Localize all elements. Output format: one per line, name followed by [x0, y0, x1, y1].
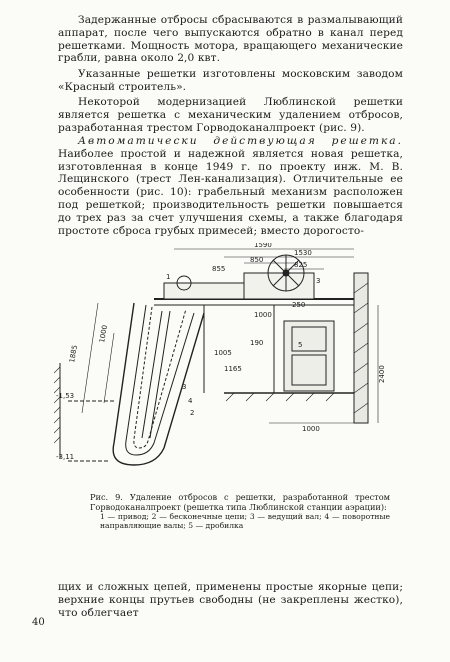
label-3: 3 — [182, 383, 186, 391]
dim-2400: 2400 — [378, 365, 386, 383]
label-5: 5 — [298, 341, 302, 349]
dim-1000-bottom: 1000 — [302, 425, 320, 433]
paragraph-2-text: Указанные решетки изготовлены московским… — [58, 68, 403, 93]
dim-1530: 1530 — [294, 249, 312, 257]
page-number: 40 — [32, 617, 45, 628]
label-3-top: 3 — [316, 277, 320, 285]
paragraph-4-text: Наиболее простой и надежной является нов… — [58, 147, 403, 237]
label-2: 2 — [190, 409, 194, 417]
level-minus-311: -3,11 — [56, 453, 74, 461]
paragraph-4: Автоматически действующая решетка. Наибо… — [58, 135, 403, 237]
label-1: 1 — [166, 273, 170, 281]
paragraph-bottom: щих и сложных цепей, применены простые я… — [58, 581, 403, 619]
dim-825: 825 — [294, 261, 307, 269]
paragraph-1-text: Задержанные отбросы сбрасываются в разма… — [58, 14, 403, 65]
dim-855: 855 — [212, 265, 225, 273]
dim-1000-left: 1000 — [98, 324, 109, 343]
paragraph-1: Задержанные отбросы сбрасываются в разма… — [58, 14, 403, 65]
dim-1165: 1165 — [224, 365, 242, 373]
paragraph-3: Некоторой модернизацией Люблинской решет… — [58, 96, 403, 134]
dim-1000-top: 1000 — [254, 311, 272, 319]
label-4: 4 — [188, 397, 193, 405]
paragraph-bottom-text: щих и сложных цепей, применены простые я… — [58, 581, 403, 619]
dim-250: 250 — [292, 301, 305, 309]
level-minus-153: -1,53 — [56, 392, 74, 400]
paragraph-2: Указанные решетки изготовлены московским… — [58, 68, 403, 94]
caption-title: Рис. 9. Удаление отбросов с решетки, раз… — [90, 492, 390, 512]
screen-rake-drawing: 1590 1530 850 825 855 3 250 1 1000 190 1… — [54, 243, 386, 466]
dim-1590: 1590 — [254, 243, 272, 249]
figure-caption: Рис. 9. Удаление отбросов с решетки, раз… — [90, 492, 390, 530]
paragraph-3-text: Некоторой модернизацией Люблинской решет… — [58, 96, 403, 134]
caption-legend: 1 — привод; 2 — бесконечные цепи; 3 — ве… — [100, 512, 390, 531]
paragraph-4-lead: Автоматически действующая решетка. — [78, 135, 403, 147]
dim-850: 850 — [250, 256, 263, 264]
dim-1885: 1885 — [68, 344, 79, 363]
dim-190: 190 — [250, 339, 263, 347]
dim-1005: 1005 — [214, 349, 232, 357]
